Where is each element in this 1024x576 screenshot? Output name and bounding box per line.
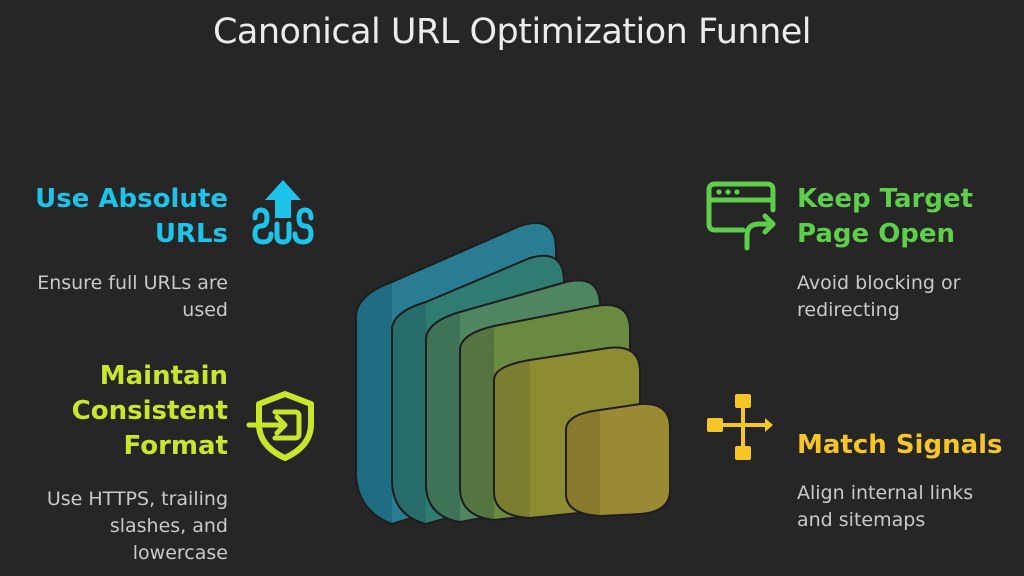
target-page-heading: Keep Target Page Open xyxy=(797,184,974,249)
browser-redirect-icon xyxy=(706,181,776,251)
funnel-layer-6 xyxy=(565,402,671,518)
absolute-urls-heading: Use Absolute URLs xyxy=(35,184,228,249)
match-signals-heading: Match Signals xyxy=(797,430,1003,460)
match-signals-description: Align internal links and sitemaps xyxy=(797,482,974,531)
consistent-format-description: Use HTTPS, trailing slashes, and lowerca… xyxy=(46,488,228,564)
flowchart-icon xyxy=(707,394,773,460)
upload-arrow-waves-icon xyxy=(252,180,314,245)
shield-enter-icon xyxy=(246,391,314,461)
target-page-description: Avoid blocking or redirecting xyxy=(797,272,961,321)
consistent-format-heading: Maintain Consistent Format xyxy=(71,361,228,461)
absolute-urls-description: Ensure full URLs are used xyxy=(37,272,228,321)
diagram-title: Canonical URL Optimization Funnel xyxy=(212,12,812,52)
